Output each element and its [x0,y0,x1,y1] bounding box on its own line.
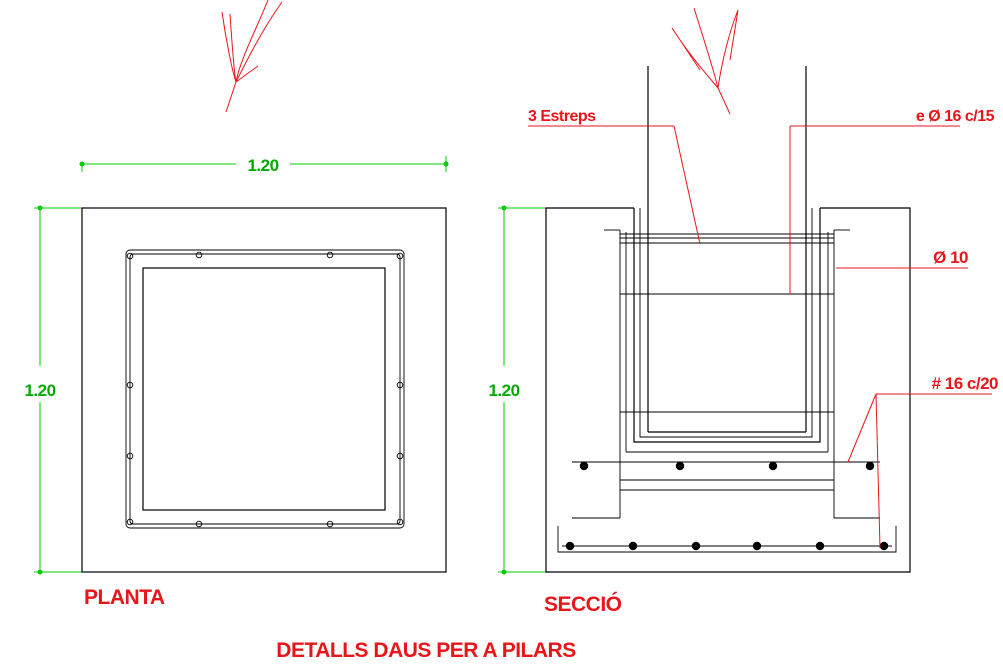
load-arrow-plan-icon [221,0,283,113]
plan-height-dimension [34,205,82,575]
plan-footing-outline [81,207,447,573]
callout-mesh: # 16 c/20 [932,374,998,393]
section-view: 3 Estreps e Ø 16 c/15 Ø 10 # 16 c/20 1.2… [488,66,999,616]
plan-height-label: 1.20 [24,381,55,400]
section-stirrups [604,229,850,413]
section-footing-outline [545,207,911,573]
plan-title: PLANTA [84,586,165,609]
section-height-dimension [498,205,546,575]
drawing-title: DETALLS DAUS PER A PILARS [276,639,576,662]
plan-rebar-dots [126,251,404,528]
plan-view: 1.20 1.20 PLANTA [24,156,449,609]
section-leader-lines [528,125,992,549]
section-title: SECCIÓ [544,592,622,616]
section-height-label: 1.20 [488,381,519,400]
callout-ring-bar: Ø 10 [933,248,968,267]
plan-width-label: 1.20 [247,156,278,175]
plan-rebar-ring [125,249,405,529]
plan-width-dimension [79,156,449,172]
load-arrow-section-icon [671,7,739,115]
callout-stirrups: 3 Estreps [528,108,596,125]
callout-vertical-bars: e Ø 16 c/15 [916,108,995,125]
section-rebar-dots [565,461,889,551]
plan-column-pocket [142,267,386,511]
